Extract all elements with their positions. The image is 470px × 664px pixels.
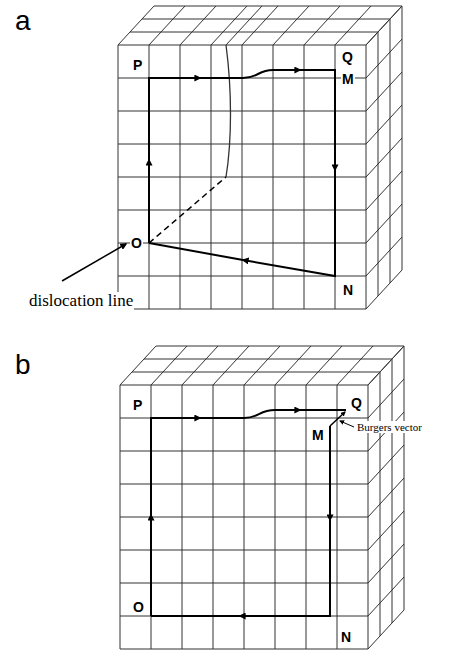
panel-letter: b: [14, 350, 32, 381]
point-label: O: [130, 236, 143, 251]
point-label: Q: [350, 396, 363, 411]
leader-line: [340, 421, 354, 427]
point-label: P: [132, 398, 143, 413]
point-label: O: [132, 600, 145, 615]
callout-label: Burgers vector: [356, 421, 423, 433]
lattice-b: [120, 346, 404, 649]
panel-letter: a: [14, 6, 32, 37]
point-label: Q: [341, 50, 354, 65]
dislocation-arrow: [62, 244, 126, 281]
burgers-circuit-b: [151, 410, 346, 616]
lattice-a: [118, 6, 402, 309]
point-label: P: [132, 58, 143, 73]
point-label: M: [311, 428, 325, 443]
point-label: N: [340, 630, 352, 645]
burgers-circuit-a: [149, 70, 335, 276]
callout-label: dislocation line: [28, 292, 134, 311]
dislocation-dash: [149, 177, 226, 243]
point-label: N: [342, 283, 354, 298]
point-label: M: [341, 72, 355, 87]
burgers-vector-arrow: [330, 412, 345, 426]
